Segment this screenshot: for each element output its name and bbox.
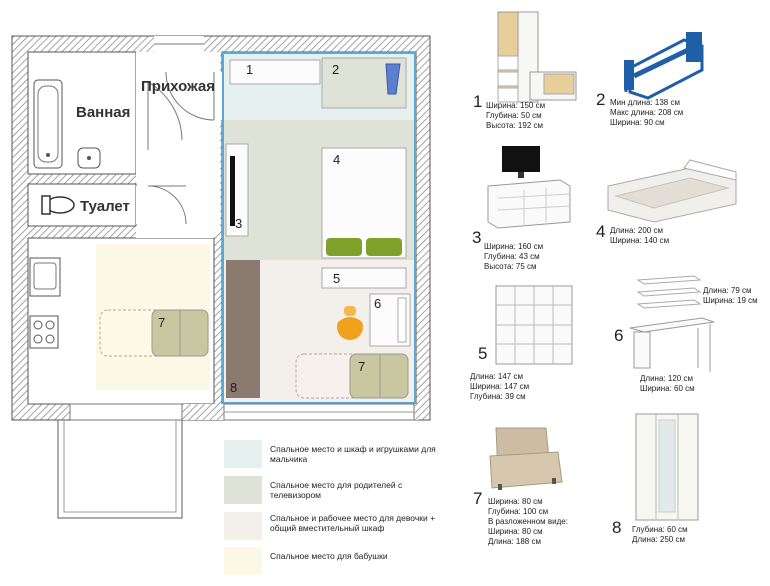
legend-swatch [224,440,262,468]
balcony-inner [63,420,177,513]
catalog-spec: Ширина: 80 см Глубина: 100 см В разложен… [488,497,568,546]
bed-pillow-left [326,238,362,256]
catalog-number: 5 [478,344,488,363]
legend-text: Спальное место для бабушки [270,551,388,561]
wardrobe-1 [229,59,321,85]
sofa-seat-room [349,353,409,399]
catalog-spec: Длина: 147 см Ширина: 147 см Глубина: 39… [470,372,530,401]
toilet-tank [41,195,51,215]
legend-text: Спальное место для родителей с телевизор… [270,480,403,500]
armchair-bed-illustration [489,427,563,490]
chair [337,317,363,341]
cube-shelving-illustration [495,285,573,365]
bathtub-drain [46,153,50,157]
catalog-number: 3 [472,228,482,247]
stove-burner [33,320,43,330]
desk-shelves-illustration [629,275,715,372]
tv-dresser-illustration [487,146,571,229]
bathroom-label: Ванная [76,104,131,121]
catalog-spec: Ширина: 150 см Глубина: 50 см Высота: 19… [486,101,546,130]
toilet-door-gap [136,186,148,224]
kitchen-sink-bowl [33,262,57,290]
mirror-wardrobe-illustration [635,413,699,521]
child-bed-pillow [385,63,401,95]
zone-number: 7 [358,359,366,374]
double-bed-illustration [607,159,737,223]
stove-burner [45,320,55,330]
room-door-arc [165,71,215,121]
catalog-spec: Длина: 200 см Ширина: 140 см [610,226,670,245]
catalog-spec-shelf: Длина: 79 см Ширина: 19 см [703,286,758,305]
extendable-bed-illustration [624,32,704,100]
tv-screen [230,156,235,226]
legend-text: Спальное место и шкаф и игрушками для ма… [270,444,436,464]
bathtub-inner [37,85,59,163]
legend-text: Спальное и рабочее место для девочки + о… [270,513,436,533]
chair-back [344,306,356,316]
bathroom-door-gap [136,80,148,150]
kitchen-door-gap [136,226,214,238]
catalog-number: 1 [473,92,483,111]
legend-swatch [224,512,262,540]
catalog-number: 8 [612,518,622,537]
catalog-number: 2 [596,90,606,109]
bathroom-door-arc [147,81,183,150]
catalog-number: 4 [596,222,606,241]
wardrobe-illustration [497,11,577,103]
stove-burner [33,334,43,344]
desk-shelf [397,297,407,343]
zone-number: 1 [246,62,254,77]
zone-number: 6 [374,296,382,311]
zone-number: 8 [230,380,238,395]
catalog-spec: Глубина: 60 см Длина: 250 см [632,525,688,544]
stove [29,315,59,349]
balcony [57,420,183,519]
shelving-5 [321,267,407,289]
stove-burner [45,334,55,344]
catalog-spec: Длина: 120 см Ширина: 60 см [640,374,695,393]
floor-plan [11,35,431,519]
zone-number: 3 [235,216,243,231]
bed-pillow-right [366,238,402,256]
zone-number: 2 [332,62,340,77]
legend-swatch [224,476,262,504]
toilet-label: Туалет [80,198,130,215]
wardrobe-8 [226,260,260,398]
zone-number: 5 [333,271,341,286]
catalog-number: 7 [473,489,483,508]
catalog-spec: Мин длина: 138 см Макс длина: 208 см Шир… [610,98,684,127]
catalog-spec: Ширина: 160 см Глубина: 43 см Высота: 75… [484,242,544,271]
zone-number: 4 [333,152,341,167]
legend-swatch [224,547,262,575]
main-room-selection [222,52,416,404]
zone-number: 7 [158,315,166,330]
furniture-illustrations [487,11,737,521]
hallway-room [136,52,220,232]
catalog-number: 6 [614,326,624,345]
balcony-door [69,403,183,421]
bathroom-sink-drain [87,156,91,160]
toilet-door-arc [147,185,187,225]
hallway-label: Прихожая [141,78,216,95]
